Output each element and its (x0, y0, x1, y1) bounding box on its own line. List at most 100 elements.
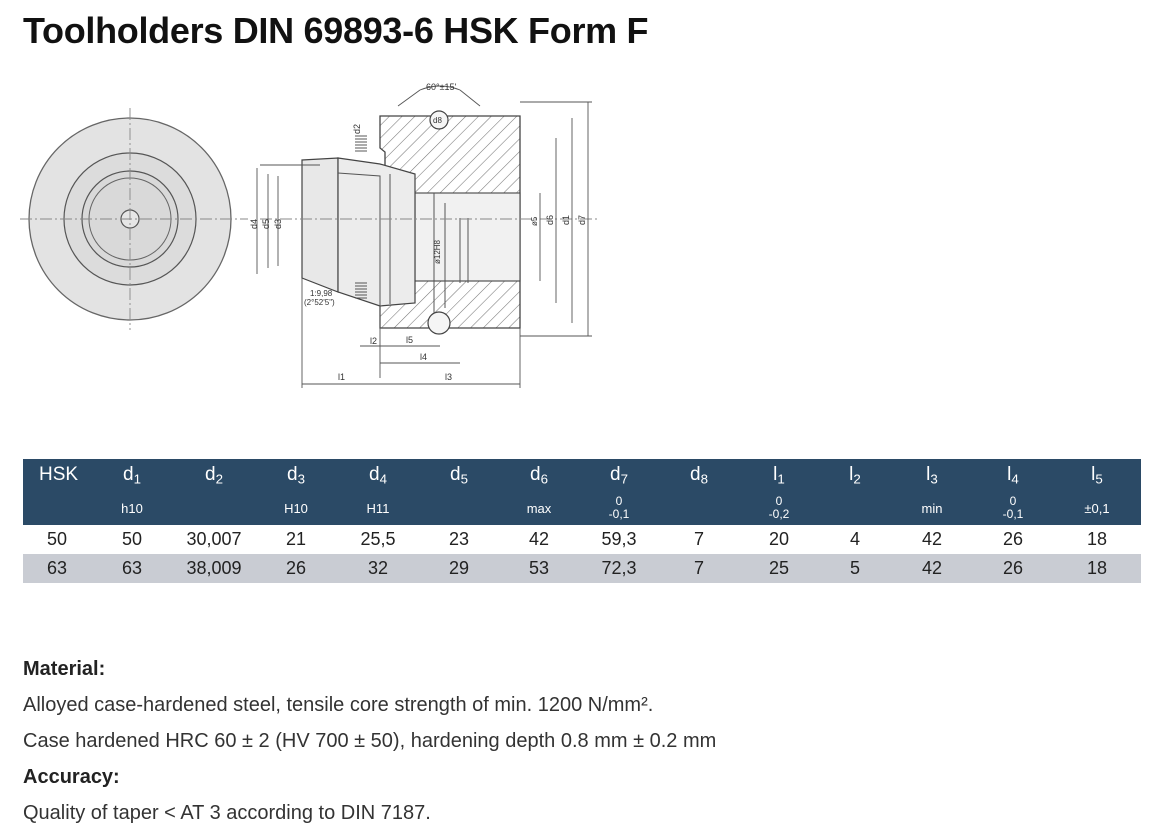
column-tolerance-5 (419, 491, 499, 525)
column-tolerance-13: ±0,1 (1053, 491, 1141, 525)
table-cell: 26 (973, 525, 1053, 554)
table-cell: 18 (1053, 554, 1141, 583)
column-symbol: d (690, 463, 701, 485)
material-line-2: Case hardened HRC 60 ± 2 (HV 700 ± 50), … (23, 730, 717, 752)
column-header-4: d4 (337, 459, 419, 491)
column-symbol: d (123, 463, 134, 485)
table-cell: 63 (23, 554, 91, 583)
tolerance-text: H11 (366, 500, 390, 516)
label-d3: d3 (273, 219, 283, 229)
column-subscript: 6 (540, 471, 548, 487)
table-cell: 42 (891, 525, 973, 554)
table-cell: 25 (739, 554, 819, 583)
label-d5: d5 (261, 219, 271, 229)
page-title: Toolholders DIN 69893-6 HSK Form F (23, 10, 649, 51)
table-cell: 32 (337, 554, 419, 583)
table-cell: 42 (499, 525, 579, 554)
table-cell: 53 (499, 554, 579, 583)
tolerance-upper: 0 (775, 494, 783, 508)
column-subscript: 8 (700, 471, 708, 487)
column-symbol: d (287, 463, 298, 485)
label-l5: l5 (406, 335, 413, 345)
front-view (20, 108, 248, 330)
label-d1: d1 (561, 215, 571, 225)
column-subscript: 1 (133, 471, 141, 487)
table-cell: 20 (739, 525, 819, 554)
table-cell: 59,3 (579, 525, 659, 554)
label-phi5: ø5 (530, 216, 539, 226)
label-l3: l3 (445, 372, 452, 382)
column-header-13: l5 (1053, 459, 1141, 491)
column-tolerance-12: 0-0,1 (973, 491, 1053, 525)
table-cell: 7 (659, 525, 739, 554)
tolerance-lower: -0,2 (768, 507, 790, 521)
column-symbol: l (1007, 463, 1012, 485)
column-tolerance-4: H11 (337, 491, 419, 525)
column-header-2: d2 (173, 459, 255, 491)
column-header-7: d7 (579, 459, 659, 491)
tolerance-text: H10 (284, 500, 308, 516)
column-header-11: l3 (891, 459, 973, 491)
column-tolerance-9: 0-0,2 (739, 491, 819, 525)
label-d6: d6 (545, 215, 555, 225)
dimension-lines (256, 85, 592, 388)
tolerance-text: min (921, 500, 943, 516)
table-cell: 4 (819, 525, 891, 554)
column-subscript: 3 (297, 471, 305, 487)
column-tolerance-2 (173, 491, 255, 525)
column-tolerance-0 (23, 491, 91, 525)
accuracy-line-1: Quality of taper < AT 3 according to DIN… (23, 802, 431, 824)
column-symbol: d (205, 463, 216, 485)
column-subscript: 5 (1095, 471, 1103, 487)
technical-drawing: 60°±15' d8 d2 d4 d5 d3 ø12H8 ø5 d6 d1 d7… (20, 82, 600, 388)
column-header-6: d6 (499, 459, 579, 491)
table-cell: 21 (255, 525, 337, 554)
table-cell: 26 (255, 554, 337, 583)
column-subscript: 4 (379, 471, 387, 487)
column-symbol: d (450, 463, 461, 485)
label-d8: d8 (433, 116, 442, 125)
tolerance-upper: 0 (1009, 494, 1017, 508)
table-cell: 30,007 (173, 525, 255, 554)
table-cell: 50 (91, 525, 173, 554)
tolerance-text: ±0,1 (1084, 500, 1110, 516)
column-header-0: HSK (23, 459, 91, 491)
column-tolerance-3: H10 (255, 491, 337, 525)
column-tolerance-8 (659, 491, 739, 525)
tolerance-lower: -0,1 (1002, 507, 1024, 521)
accuracy-heading: Accuracy: (23, 766, 120, 788)
table-cell: 38,009 (173, 554, 255, 583)
table-cell: 72,3 (579, 554, 659, 583)
label-l4: l4 (420, 352, 427, 362)
column-header-12: l4 (973, 459, 1053, 491)
column-subscript: 2 (215, 471, 223, 487)
column-symbol: d (369, 463, 380, 485)
column-header-9: l1 (739, 459, 819, 491)
column-tolerance-10 (819, 491, 891, 525)
label-taper-ratio: 1:9,98 (310, 289, 333, 298)
section-view (260, 110, 600, 335)
column-header-10: l2 (819, 459, 891, 491)
material-line-1: Alloyed case-hardened steel, tensile cor… (23, 694, 654, 716)
table-cell: 26 (973, 554, 1053, 583)
table-cell: 7 (659, 554, 739, 583)
column-tolerance-6: max (499, 491, 579, 525)
label-angle: 60°±15' (426, 82, 457, 92)
column-symbol: l (1091, 463, 1096, 485)
column-symbol: d (610, 463, 621, 485)
column-subscript: 4 (1011, 471, 1019, 487)
column-symbol: l (926, 463, 931, 485)
column-subscript: 3 (930, 471, 938, 487)
tolerance-text: h10 (121, 500, 143, 516)
label-l1: l1 (338, 372, 345, 382)
column-subscript: 5 (460, 471, 468, 487)
table-cell: 63 (91, 554, 173, 583)
column-symbol: l (773, 463, 778, 485)
column-subscript: 1 (777, 471, 785, 487)
label-l2: l2 (370, 336, 377, 346)
